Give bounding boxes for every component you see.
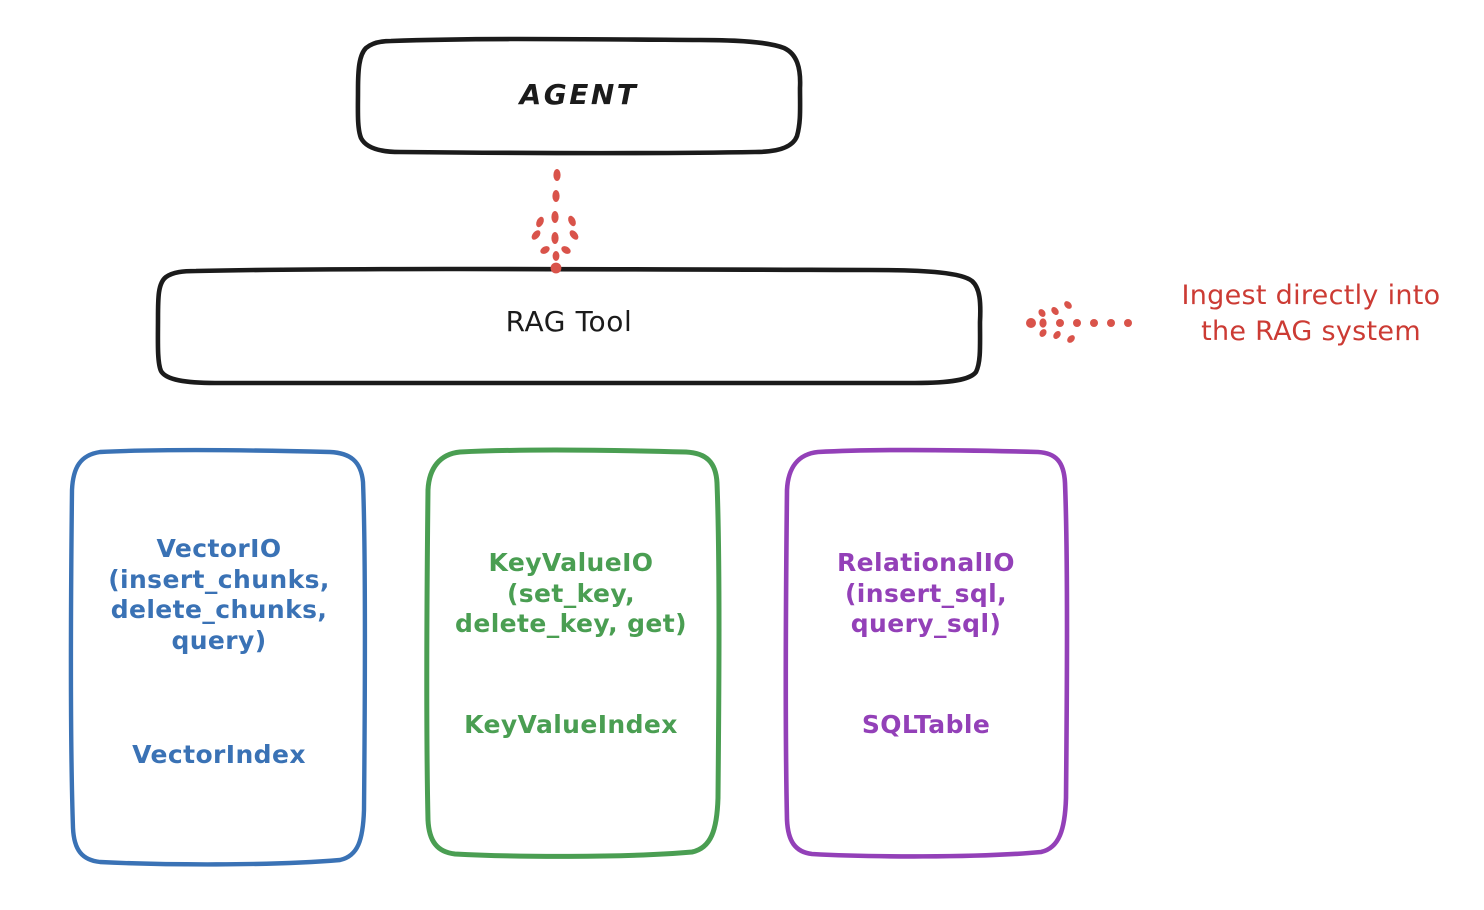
- relational-io-box[interactable]: [783, 447, 1070, 859]
- sql-table-label: SQLTable: [861, 710, 991, 739]
- vector-io-box[interactable]: [68, 447, 368, 867]
- rag-tool-label: RAG Tool: [505, 305, 633, 338]
- ingest-arrow: [1026, 301, 1132, 343]
- rag-tool-box[interactable]: [155, 266, 983, 387]
- ingest-annotation-label: Ingest directly into the RAG system: [1181, 280, 1441, 348]
- key-value-io-box[interactable]: [424, 447, 722, 859]
- vector-index-label: VectorIndex: [132, 740, 306, 769]
- key-value-index-label: KeyValueIndex: [464, 710, 678, 739]
- vector-io-title: VectorIO (insert_chunks, delete_chunks, …: [108, 534, 330, 655]
- agent-label: AGENT: [519, 78, 639, 111]
- agent-to-rag-arrow: [531, 169, 579, 274]
- agent-box[interactable]: [355, 36, 803, 156]
- relational-io-title: RelationalIO (insert_sql, query_sql): [837, 548, 1015, 638]
- key-value-io-title: KeyValueIO (set_key, delete_key, get): [455, 548, 687, 638]
